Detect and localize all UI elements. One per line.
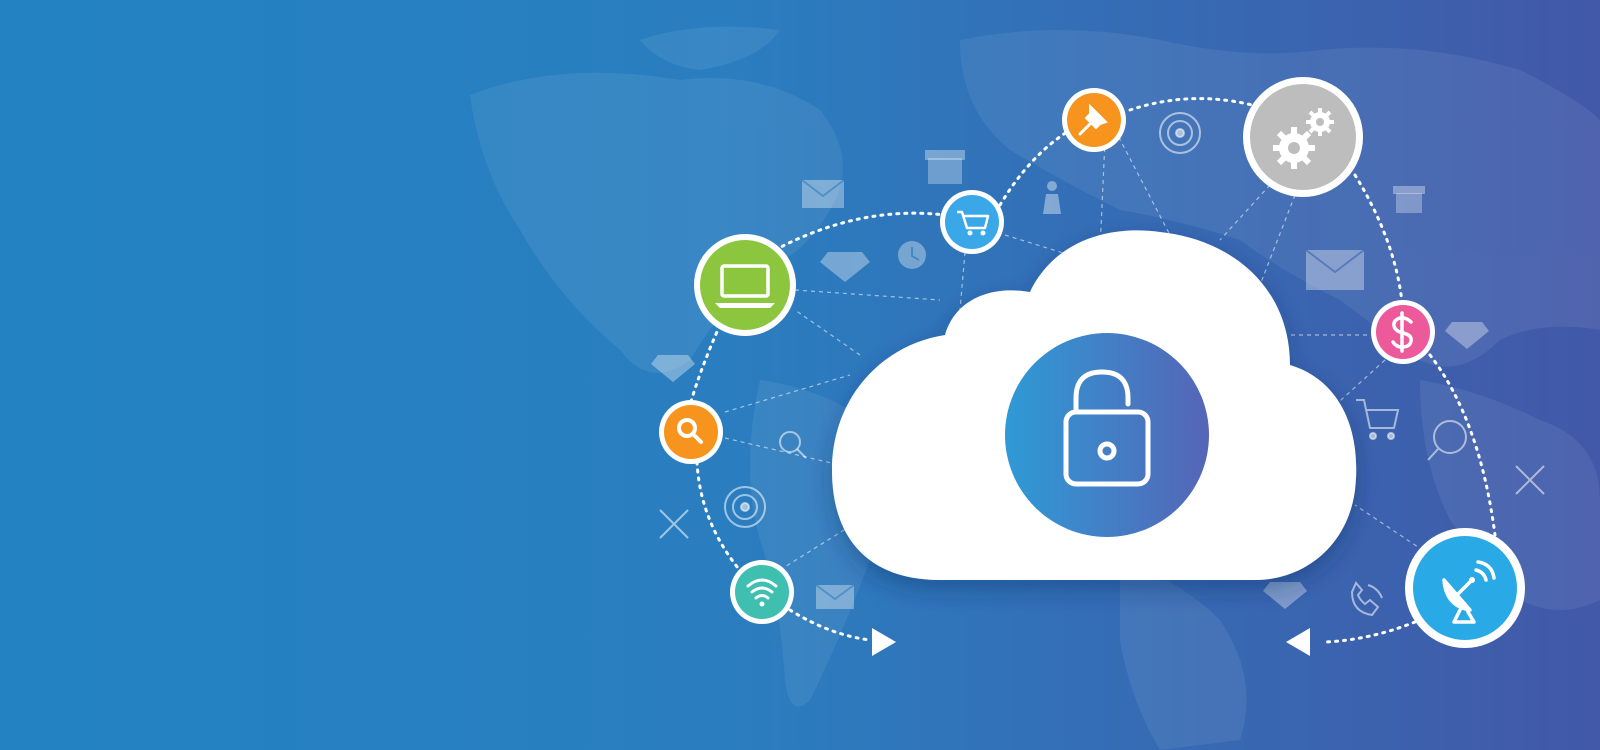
diamond-icon bbox=[651, 355, 695, 382]
phone-icon bbox=[1350, 581, 1383, 617]
unlock-badge bbox=[1005, 333, 1209, 537]
pushpin-icon bbox=[1078, 103, 1108, 136]
diamond-icon bbox=[1263, 582, 1307, 609]
envelope-icon bbox=[1305, 249, 1365, 290]
arrow-left-icon bbox=[1286, 628, 1310, 656]
search-icon bbox=[677, 418, 703, 444]
decorative-icons bbox=[651, 112, 1545, 617]
target-icon bbox=[724, 486, 766, 528]
tools-icon bbox=[1515, 465, 1545, 495]
shopping-cart-icon bbox=[957, 210, 990, 236]
target-icon bbox=[1159, 112, 1201, 154]
magnifier-icon bbox=[779, 431, 807, 459]
node-satellite bbox=[1405, 528, 1525, 648]
gift-icon bbox=[925, 150, 965, 184]
diamond-icon bbox=[820, 252, 870, 282]
connector-lines bbox=[724, 129, 1431, 571]
node-wifi bbox=[730, 560, 794, 624]
orbit-arcs bbox=[688, 97, 1497, 644]
envelope-icon bbox=[801, 179, 845, 208]
shopping-cart-icon bbox=[1356, 399, 1400, 440]
wifi-icon bbox=[746, 578, 778, 607]
tools-icon bbox=[659, 509, 689, 539]
node-laptop bbox=[694, 234, 796, 336]
clock-icon bbox=[898, 241, 926, 269]
node-search bbox=[659, 400, 723, 464]
diamond-icon bbox=[1445, 322, 1489, 349]
gears-icon bbox=[1273, 108, 1334, 169]
envelope-icon bbox=[815, 584, 855, 609]
node-dollar bbox=[1371, 300, 1435, 364]
node-gears bbox=[1243, 77, 1363, 197]
dollar-icon bbox=[1391, 311, 1413, 353]
node-cart bbox=[940, 190, 1004, 254]
laptop-icon bbox=[715, 264, 775, 308]
node-pushpin bbox=[1062, 88, 1126, 152]
arrow-right-icon bbox=[872, 628, 896, 656]
gift-icon bbox=[1393, 186, 1425, 213]
satellite-dish-icon bbox=[1442, 560, 1496, 624]
magnifier-icon bbox=[1427, 420, 1467, 461]
shopper-icon bbox=[1043, 181, 1061, 214]
unlocked-padlock-icon bbox=[1063, 369, 1151, 487]
